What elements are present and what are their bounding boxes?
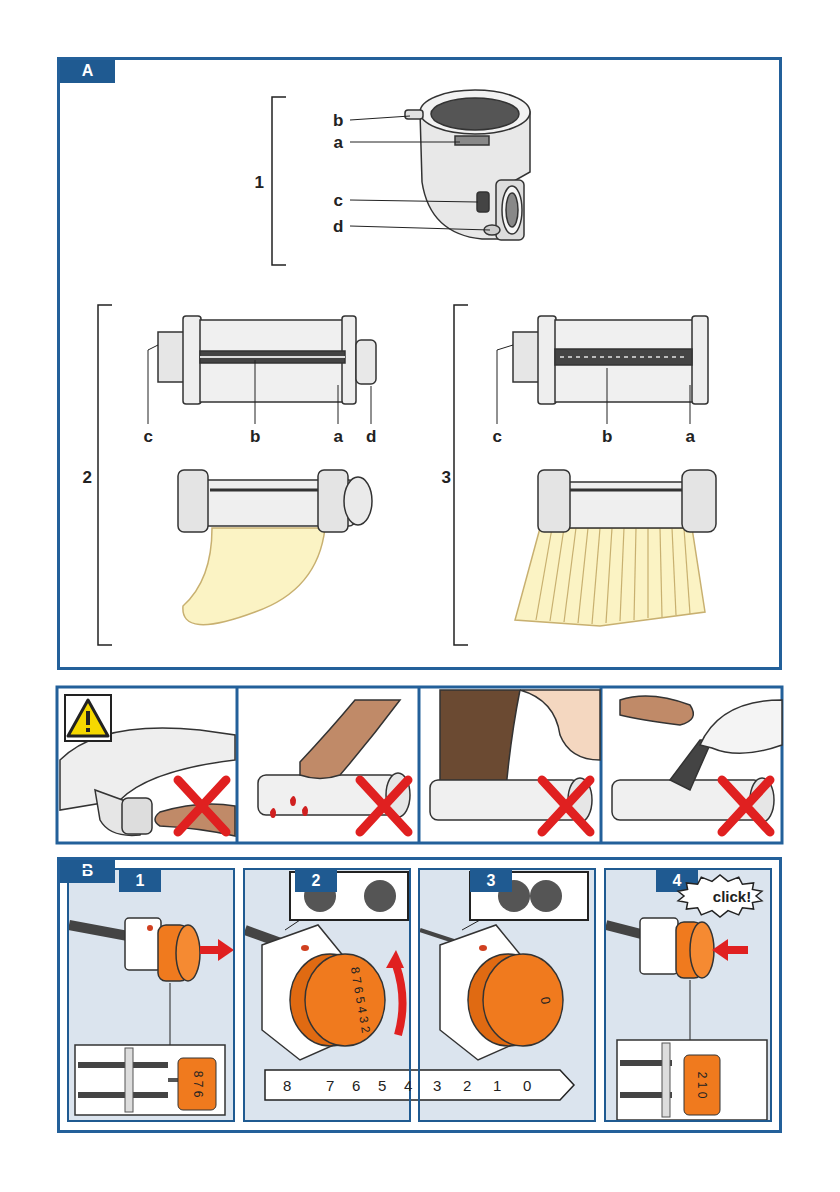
dial-digits: 8 7 6	[192, 1071, 204, 1098]
part-letter: d	[366, 428, 376, 445]
section-panel: A	[57, 57, 782, 670]
section-panel: B1234click!	[57, 857, 782, 1133]
part-letter: a	[334, 134, 343, 151]
callout-number: 1	[255, 174, 264, 191]
dial-digits: 0	[538, 995, 552, 1004]
step-number: 3	[470, 870, 512, 892]
step-number: 2	[295, 870, 337, 892]
scale-digit: 4	[404, 1078, 412, 1093]
step-number: 1	[119, 870, 161, 892]
scale-digit: 5	[378, 1078, 386, 1093]
dial-digits: 2 1 0	[696, 1072, 708, 1099]
part-letter: b	[333, 112, 343, 129]
part-letter: b	[602, 428, 612, 445]
click-bubble: click!	[676, 874, 788, 918]
part-letter: d	[333, 218, 343, 235]
scale-digit: 6	[352, 1078, 360, 1093]
part-letter: c	[144, 428, 153, 445]
scale-digit: 2	[463, 1078, 471, 1093]
scale-digit: 8	[283, 1078, 291, 1093]
part-letter: a	[334, 428, 343, 445]
callout-number: 2	[83, 469, 92, 486]
callout-number: 3	[442, 469, 451, 486]
part-letter: c	[493, 428, 502, 445]
step-box: 3	[418, 868, 596, 1122]
part-letter: a	[686, 428, 695, 445]
step-box: 4click!	[604, 868, 772, 1122]
part-letter: b	[250, 428, 260, 445]
scale-digit: 3	[433, 1078, 441, 1093]
sound-word: click!	[676, 874, 788, 918]
scale-digit: 7	[326, 1078, 334, 1093]
section-letter: A	[60, 60, 115, 83]
part-letter: c	[334, 192, 343, 209]
scale-digit: 1	[493, 1078, 501, 1093]
step-box: 1	[67, 868, 235, 1122]
scale-digit: 0	[523, 1078, 531, 1093]
